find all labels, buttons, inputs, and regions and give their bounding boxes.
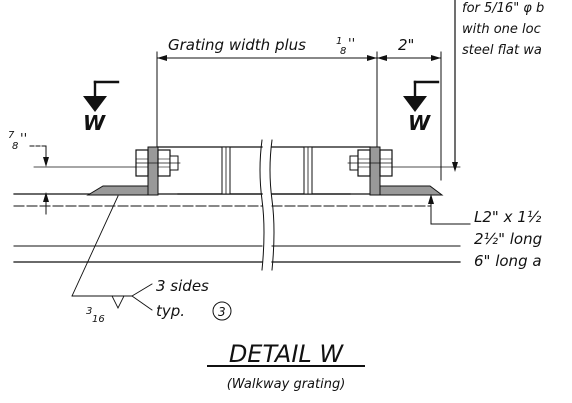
section-marker-right-label: W [408,111,431,135]
weld-sides-label: 3 sides [156,277,209,295]
svg-text:8: 8 [340,46,346,57]
svg-text:'': '' [348,37,355,52]
angle-callout: L2" x 1½ 2½" long 6" long a [428,194,542,270]
weld-symbol: 3 16 3 sides typ. 3 [71,195,232,325]
note-line-3: steel flat wa [462,43,542,58]
svg-text:8: 8 [12,141,18,152]
grating-width-fraction: 1 8 '' [336,36,355,57]
right-grating [269,139,371,271]
svg-text:3: 3 [86,306,92,317]
angle-note-line-1: L2" x 1½ [474,208,542,226]
weld-typ-label: typ. [156,302,185,320]
grating-width-dimension: Grating width plus 1 8 '' [156,36,378,176]
angle-note-line-2: 2½" long [474,230,542,248]
support-member [13,193,461,263]
left-bolt [135,149,181,177]
edge-offset-label: 2" [398,36,414,54]
clearance-label: 7 8 '' [8,130,27,152]
section-marker-right: W [403,80,440,135]
top-right-note: for 5/16" φ b with one loc steel flat wa [462,1,544,58]
left-angle-bracket [86,146,159,196]
section-marker-left: W [83,80,120,135]
weld-size: 3 16 [86,306,105,325]
edge-offset-dimension: 2" [376,36,442,181]
right-bolt [347,149,461,177]
svg-text:'': '' [20,132,27,147]
detail-title: DETAIL W [229,340,345,368]
svg-text:7: 7 [8,130,15,141]
right-angle-bracket [369,146,444,196]
detail-subtitle: (Walkway grating) [227,377,346,392]
angle-note-line-3: 6" long a [474,252,542,270]
section-marker-left-label: W [83,111,106,135]
weld-ref-number: 3 [218,305,226,319]
clearance-dimension: 7 8 '' [8,130,141,215]
note-line-2: with one loc [462,22,541,37]
note-line-1: for 5/16" φ b [462,1,544,16]
svg-text:1: 1 [336,36,342,47]
weld-ref-circle [212,301,232,321]
detail-title-block: DETAIL W (Walkway grating) [207,340,365,392]
left-grating [157,139,265,271]
grating-width-label: Grating width plus [168,36,306,54]
svg-text:16: 16 [92,314,105,325]
